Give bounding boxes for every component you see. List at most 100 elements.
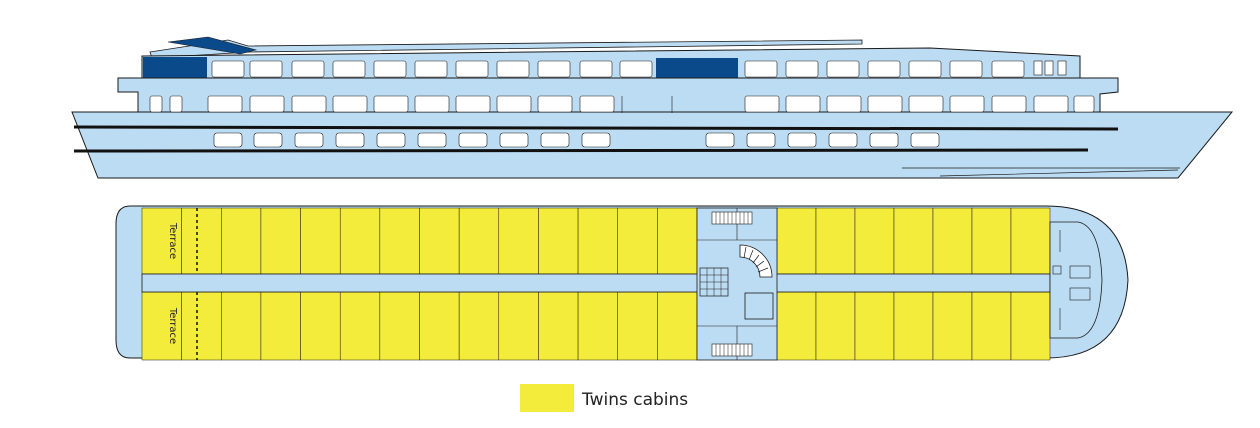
cabin [260, 291, 301, 361]
side-window [249, 60, 283, 78]
porthole [869, 132, 899, 148]
middle-deck-windows [149, 95, 1095, 113]
cabin [379, 207, 420, 275]
cabin [776, 207, 817, 275]
legend: Twins cabins [520, 384, 688, 412]
cabin [854, 291, 895, 361]
side-window [207, 95, 243, 113]
side-window [455, 95, 491, 113]
hull-stripe-upper [73, 125, 1119, 131]
cabin [221, 291, 262, 361]
side-window [169, 95, 183, 113]
side-window [908, 95, 944, 113]
cabin [141, 291, 182, 361]
side-window [149, 95, 163, 113]
cabin [300, 291, 341, 361]
side-window [332, 60, 366, 78]
side-window [373, 95, 409, 113]
cabin [339, 291, 381, 361]
cabin [577, 207, 618, 275]
hull-stripe-lower [73, 148, 1089, 153]
side-window [414, 60, 448, 78]
hull-portholes [213, 132, 940, 148]
upper-deck-windows [211, 60, 1067, 78]
cabin [379, 291, 420, 361]
side-window [291, 60, 325, 78]
porthole [787, 132, 817, 148]
porthole [335, 132, 365, 148]
cabin [458, 291, 500, 361]
side-window [455, 60, 489, 78]
porthole [828, 132, 858, 148]
bow-lounge [1049, 221, 1103, 339]
side-window [826, 95, 862, 113]
cabin [221, 207, 262, 275]
side-window [373, 60, 407, 78]
side-window [211, 60, 245, 78]
wheelhouse-dark-mid [656, 58, 738, 79]
legend-label-twins-cabins: Twins cabins [581, 390, 688, 410]
side-window [496, 60, 530, 78]
cabin [1010, 291, 1051, 361]
ship-deck-plan: Terrace Terrace [115, 205, 1129, 361]
side-window [949, 60, 983, 78]
side-window [785, 60, 819, 78]
cabin [657, 207, 698, 275]
cabin-block-aft [141, 207, 698, 361]
side-window [744, 95, 780, 113]
wheelhouse-dark [143, 57, 207, 79]
side-window [826, 60, 860, 78]
stairs-top-icon [711, 211, 753, 225]
cabin [458, 207, 500, 275]
side-window [785, 95, 821, 113]
cabin [854, 207, 895, 275]
side-window [949, 95, 985, 113]
side-window [1044, 60, 1054, 76]
side-window [1033, 95, 1069, 113]
porthole [294, 132, 324, 148]
sun-deck-canopy [167, 36, 258, 55]
cabin [419, 207, 460, 275]
bow-seat-icon [1052, 265, 1062, 275]
porthole [705, 132, 735, 148]
cabin [181, 291, 222, 361]
side-window [991, 95, 1027, 113]
porthole [213, 132, 243, 148]
cabin [498, 291, 539, 361]
hull-bow-detail [902, 167, 1180, 177]
side-window [991, 60, 1025, 78]
side-window [1073, 95, 1095, 113]
cabin [971, 291, 1012, 361]
ship-side-view [71, 36, 1234, 179]
cabin [260, 207, 301, 275]
cabin [617, 207, 658, 275]
cabin [776, 291, 817, 361]
side-window [867, 95, 903, 113]
porthole [376, 132, 406, 148]
central-lobby [696, 207, 778, 361]
side-window [1033, 60, 1043, 76]
bow-seat-icon [1069, 287, 1091, 301]
cabin [339, 207, 381, 275]
terrace-label-bottom: Terrace [167, 307, 178, 344]
side-window [579, 95, 615, 113]
terrace-label-top: Terrace [167, 222, 178, 259]
side-window [537, 60, 571, 78]
cabin [893, 207, 934, 275]
cabin [617, 291, 658, 361]
side-window [619, 60, 653, 78]
porthole [581, 132, 611, 148]
cabin [932, 291, 973, 361]
cabin [815, 291, 856, 361]
side-window [291, 95, 327, 113]
cabin [932, 207, 973, 275]
cabin [538, 207, 579, 275]
legend-swatch-twins-cabins [520, 384, 574, 412]
elevator-icon [699, 267, 729, 297]
cabin [971, 207, 1012, 275]
cabin [300, 207, 341, 275]
side-window [579, 60, 613, 78]
corridor [141, 273, 1051, 293]
porthole [417, 132, 447, 148]
